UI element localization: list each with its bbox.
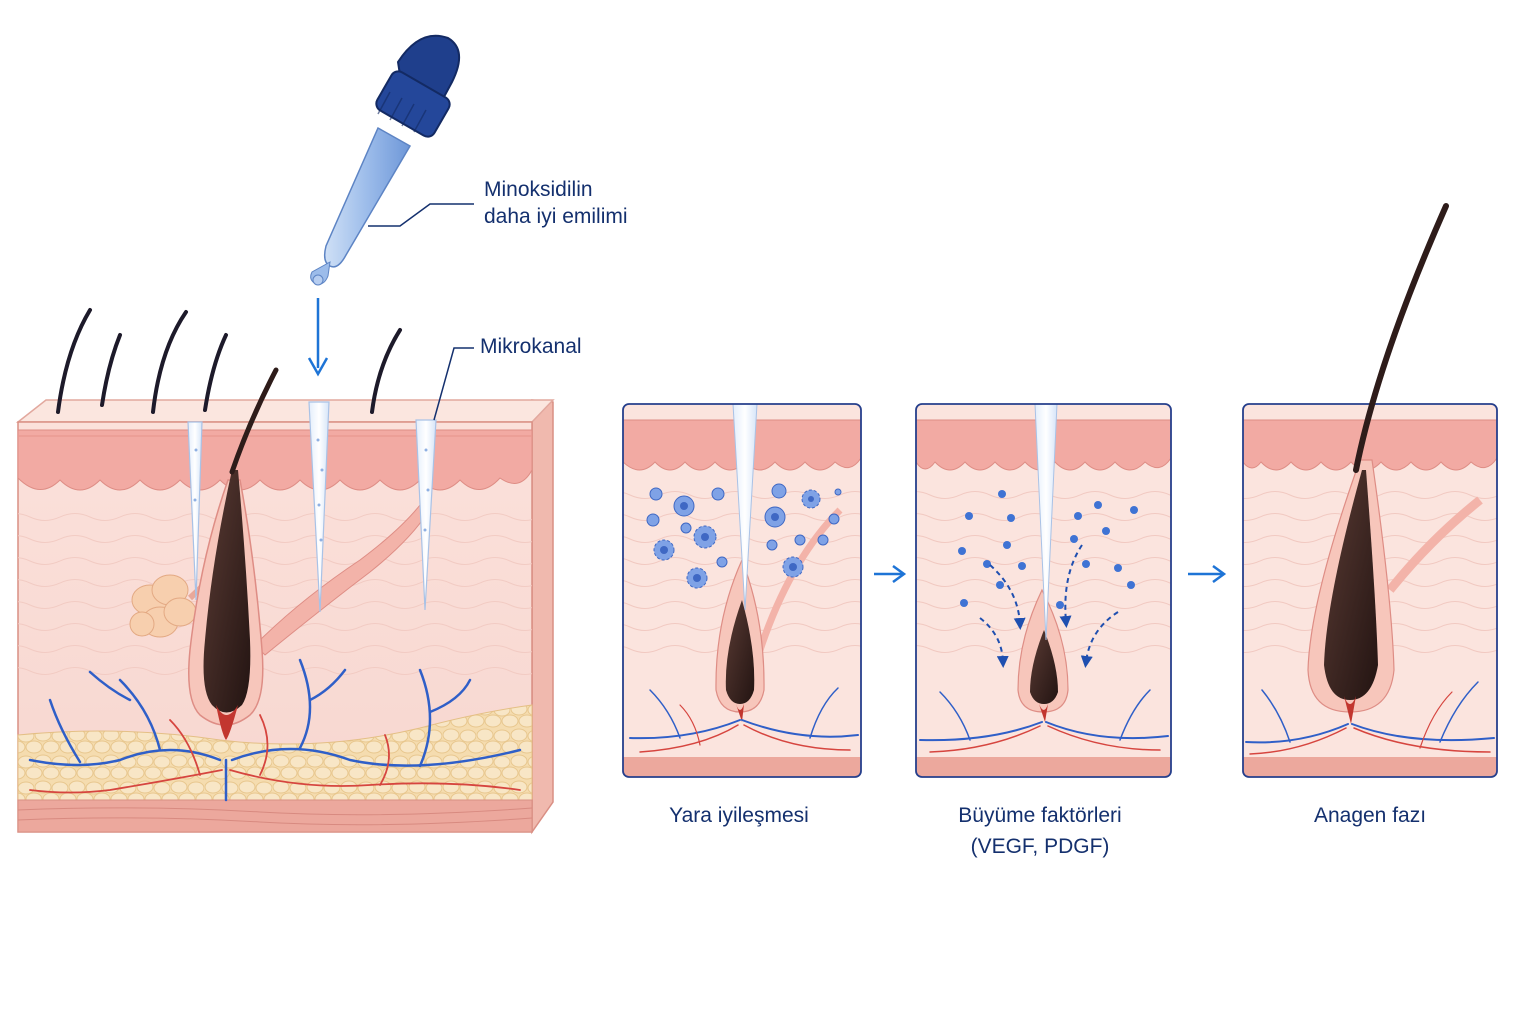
fat-layer: [17, 704, 533, 801]
skin-cross-section: [15, 308, 555, 835]
surface-hairs: [56, 308, 402, 414]
growth-factors-caption: Büyüme faktörleri (VEGF, PDGF): [890, 800, 1190, 862]
minoxidil-callout-line: [368, 203, 474, 227]
minoxidil-label-line1: Minoksidilin: [484, 178, 593, 201]
immune-cells: [646, 483, 842, 589]
microchannel-label: Mikrokanal: [480, 335, 582, 358]
stage-panel-border: [915, 403, 1172, 778]
anagen-hair-shaft: [1353, 203, 1449, 473]
stage-panel-wound-healing: [622, 403, 862, 778]
muscle-layer: [17, 799, 533, 833]
growth-factor-particles: [958, 490, 1138, 609]
sebaceous-gland: [129, 558, 228, 638]
microchannels: [187, 401, 437, 613]
hair-shaft: [229, 367, 279, 475]
stage-panel-border: [622, 403, 862, 778]
growth-factors-caption-line1: Büyüme faktörleri: [958, 804, 1122, 827]
blood-vessels: [28, 658, 522, 802]
epidermis-layer: [17, 429, 533, 491]
down-arrow-icon: [307, 298, 329, 377]
dropper-icon: [310, 34, 460, 286]
stage-panel-growth-factors: [915, 403, 1172, 778]
hair-follicle: [188, 367, 279, 740]
anagen-phase-caption: Anagen fazı: [1313, 804, 1427, 827]
growth-factor-flow-arrows: [979, 544, 1119, 668]
skin-block-side: [531, 399, 554, 835]
stage-panel-anagen: [1242, 203, 1498, 778]
microchannel-callout-line: [433, 347, 474, 421]
minoxidil-label-line2: daha iyi emilimi: [484, 205, 628, 228]
growth-factors-caption-line2: (VEGF, PDGF): [970, 835, 1110, 858]
right-arrow-icon: [1188, 564, 1227, 584]
minoxidil-absorption-label: Minoksidilin daha iyi emilimi: [484, 176, 628, 230]
skin-block-top: [15, 399, 555, 423]
wound-healing-caption: Yara iyileşmesi: [669, 804, 809, 827]
right-arrow-icon: [874, 564, 907, 584]
